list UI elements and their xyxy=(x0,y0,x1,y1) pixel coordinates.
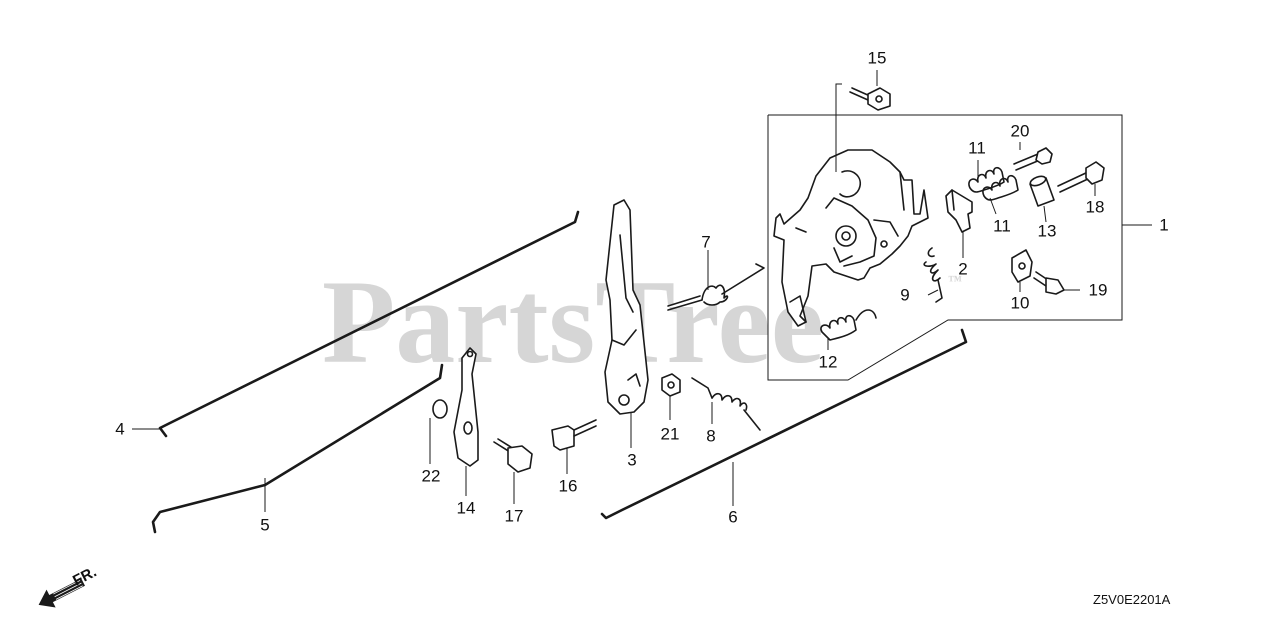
front-direction-indicator: FR. xyxy=(38,563,99,608)
callout-12[interactable]: 12 xyxy=(819,353,838,372)
control-lever-part-3[interactable] xyxy=(604,199,649,415)
callout-14[interactable]: 14 xyxy=(457,499,476,518)
callout-21[interactable]: 21 xyxy=(661,425,680,444)
spring-part-11-upper[interactable] xyxy=(968,166,1005,193)
washer-part-22[interactable] xyxy=(432,399,448,419)
callout-20[interactable]: 20 xyxy=(1011,122,1030,141)
callout-5[interactable]: 5 xyxy=(260,516,269,535)
callout-22[interactable]: 22 xyxy=(422,467,441,486)
assembly-frame xyxy=(767,114,1123,381)
nut-part-21[interactable] xyxy=(661,373,681,397)
callout-10[interactable]: 10 xyxy=(1011,294,1030,313)
bracket-part-2[interactable] xyxy=(945,189,973,233)
callout-19[interactable]: 19 xyxy=(1089,281,1108,300)
callouts: 1 2 3 4 5 6 7 8 9 10 11 11 12 13 14 15 1… xyxy=(115,49,1168,535)
watermark-trademark: ™ xyxy=(948,274,962,289)
rod-part-5[interactable] xyxy=(151,363,444,534)
bolt-part-17[interactable] xyxy=(493,438,533,473)
callout-16[interactable]: 16 xyxy=(559,477,578,496)
leader-15 xyxy=(835,83,842,172)
front-arrow-icon xyxy=(38,578,85,608)
callout-13[interactable]: 13 xyxy=(1038,222,1057,241)
callout-3[interactable]: 3 xyxy=(627,451,636,470)
callout-2[interactable]: 2 xyxy=(958,260,967,279)
callout-8[interactable]: 8 xyxy=(706,427,715,446)
callout-7[interactable]: 7 xyxy=(701,233,710,252)
spring-part-9[interactable] xyxy=(923,247,943,303)
spring-part-8[interactable] xyxy=(691,377,761,431)
leader-lines xyxy=(132,70,1152,512)
bolt-part-19[interactable] xyxy=(1033,271,1065,295)
governor-plate[interactable] xyxy=(773,149,929,327)
callout-17[interactable]: 17 xyxy=(505,507,524,526)
rod-part-4[interactable] xyxy=(158,210,580,438)
callout-4[interactable]: 4 xyxy=(115,420,124,439)
bracket-part-14[interactable] xyxy=(453,347,479,467)
callout-9[interactable]: 9 xyxy=(900,286,909,305)
bolt-part-20[interactable] xyxy=(1013,147,1053,171)
collar-part-13[interactable] xyxy=(1029,175,1055,207)
watermark: PartsTree xyxy=(322,255,824,388)
callout-6[interactable]: 6 xyxy=(728,508,737,527)
rod-part-6[interactable] xyxy=(600,328,968,520)
spring-part-12[interactable] xyxy=(820,309,877,341)
callout-15[interactable]: 15 xyxy=(868,49,887,68)
callout-1[interactable]: 1 xyxy=(1159,216,1168,235)
diagram-code: Z5V0E2201A xyxy=(1093,592,1171,607)
bracket-part-10[interactable] xyxy=(1011,249,1033,283)
spring-part-7[interactable] xyxy=(667,263,765,311)
callout-18[interactable]: 18 xyxy=(1086,198,1105,217)
callout-11-upper[interactable]: 11 xyxy=(968,139,986,158)
bolt-part-15[interactable] xyxy=(849,87,891,111)
spring-part-11-lower[interactable] xyxy=(982,174,1019,201)
pin-part-16[interactable] xyxy=(551,419,597,451)
bolt-part-18[interactable] xyxy=(1057,161,1105,193)
callout-11-lower[interactable]: 11 xyxy=(993,217,1011,236)
